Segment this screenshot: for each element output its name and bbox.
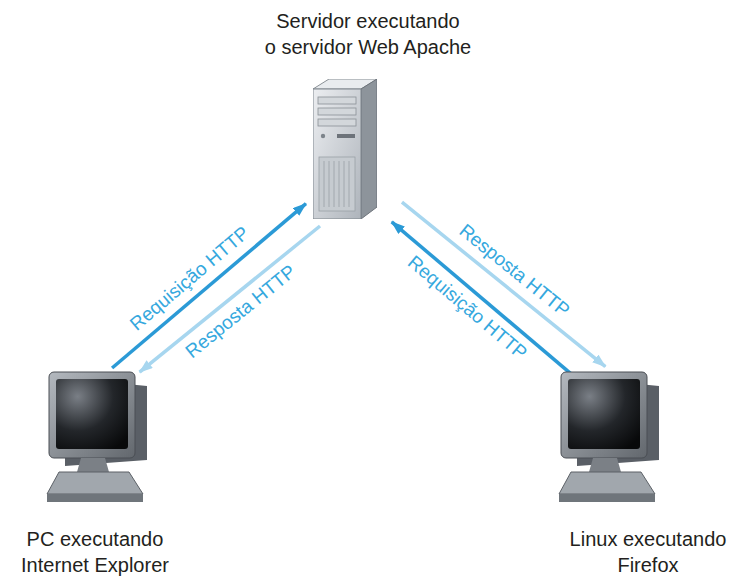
request-arrow [112, 204, 306, 368]
server-caption: Servidor executando o servidor Web Apach… [265, 8, 471, 60]
server-node: Servidor executando o servidor Web Apach… [242, 8, 448, 219]
computer-icon [45, 368, 155, 508]
client-caption: Linux executando Firefox [570, 526, 727, 578]
client-node: PC executando Internet Explorer [26, 368, 174, 578]
client-node: Linux executando Firefox [534, 368, 691, 578]
server-icon [313, 79, 377, 219]
computer-icon [559, 372, 659, 502]
client-caption: PC executando Internet Explorer [21, 526, 169, 578]
computer-icon [557, 368, 667, 508]
computer-icon [47, 372, 147, 502]
response-arrow [402, 202, 605, 366]
server-icon [313, 79, 377, 219]
